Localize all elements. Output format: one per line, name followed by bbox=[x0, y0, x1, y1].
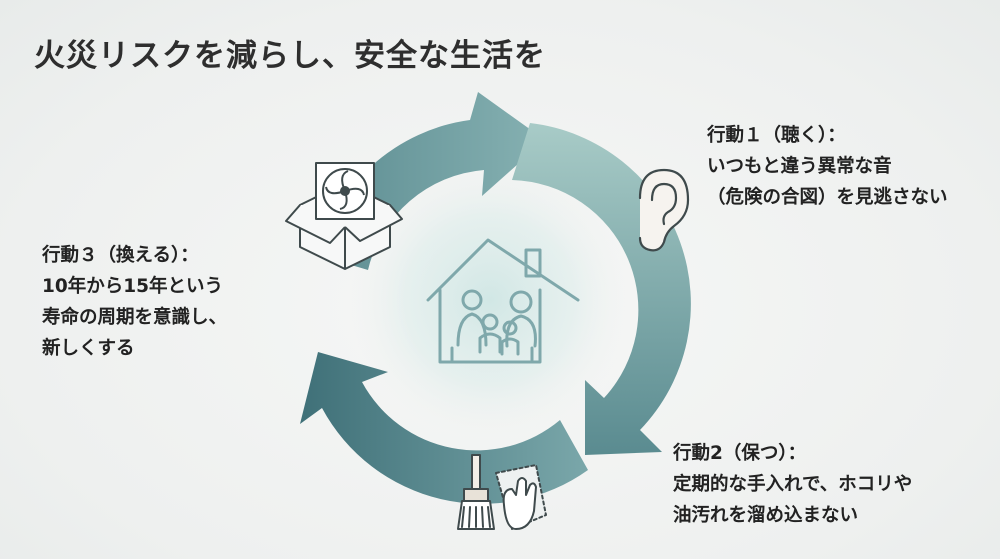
page-title: 火災リスクを減らし、安全な生活を bbox=[34, 38, 546, 74]
center-glow bbox=[350, 160, 630, 440]
step-2-line-2: 油汚れを溜め込まない bbox=[673, 505, 859, 526]
step-2-heading: 行動2（保つ）： bbox=[673, 443, 807, 464]
cleaning-tools-icon bbox=[457, 454, 547, 530]
step-2-line-1: 定期的な手入れで、ホコリや bbox=[673, 474, 913, 495]
step-1-line-2: （危険の合図）を見逃さない bbox=[707, 187, 948, 208]
step-3-line-3: 新しくする bbox=[42, 338, 135, 359]
house-family-icon bbox=[426, 238, 580, 364]
step-3-line-1: 10年から15年という bbox=[42, 276, 223, 297]
step-3-line-2: 寿命の周期を意識し、 bbox=[42, 307, 228, 328]
step-3-label: 行動３（換える）： 10年から15年という 寿命の周期を意識し、 新しくする bbox=[42, 240, 227, 364]
step-1-line-1: いつもと違う異常な音 bbox=[707, 156, 892, 177]
step-1-heading: 行動１（聴く）： bbox=[707, 125, 846, 146]
step-3-heading: 行動３（換える）： bbox=[42, 245, 199, 266]
arrow-bottom bbox=[300, 352, 588, 504]
step-2-label: 行動2（保つ）： 定期的な手入れで、ホコリや 油汚れを溜め込まない bbox=[673, 438, 912, 531]
fan-box-icon bbox=[285, 162, 403, 270]
ear-icon bbox=[638, 168, 690, 252]
step-1-label: 行動１（聴く）： いつもと違う異常な音 （危険の合図）を見逃さない bbox=[707, 120, 948, 213]
